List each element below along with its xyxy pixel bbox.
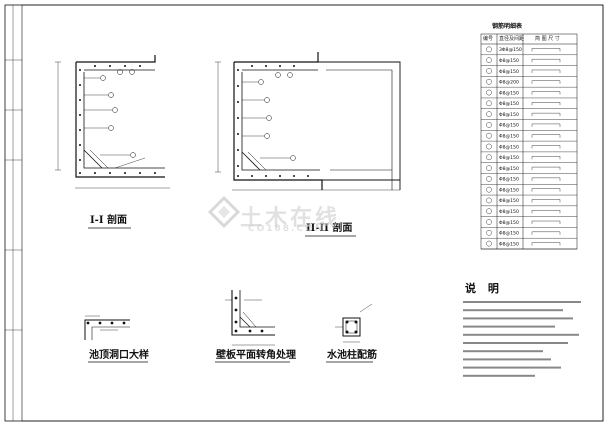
- schedule-header-shape: 简 图 尺 寸: [535, 36, 560, 42]
- schedule-row-shape: [531, 166, 561, 171]
- schedule-row-marker: [486, 122, 492, 128]
- schedule-row-marker: [486, 100, 492, 107]
- schedule-row-spec: Φ8@150: [499, 112, 519, 118]
- schedule-row-shape: [531, 220, 561, 225]
- schedule-row-marker: [486, 143, 492, 150]
- schedule-row-shape: [531, 48, 561, 52]
- notes-line: [463, 333, 579, 336]
- notes-illegible-text: [463, 301, 581, 377]
- schedule-row-spec: Φ8@150: [499, 231, 519, 237]
- schedule-row-spec: Φ8@150: [499, 166, 519, 172]
- schedule-row-marker: [486, 68, 492, 74]
- schedule-row-shape: [531, 112, 561, 117]
- schedule-row-marker: [486, 57, 492, 63]
- schedule-row-spec: Φ8@150: [499, 155, 519, 161]
- schedule-row-shape: [531, 242, 561, 246]
- inner-frame: [21, 4, 604, 422]
- notes-line: [463, 301, 581, 303]
- schedule-row-marker: [486, 230, 492, 236]
- schedule-row-spec: Φ8@150: [499, 220, 519, 226]
- schedule-row-marker: [486, 219, 492, 225]
- schedule-row-shape: [531, 231, 561, 235]
- schedule-row-shape: [531, 102, 561, 106]
- schedule-row-shape: [531, 80, 561, 84]
- schedule-row-marker: [486, 208, 492, 215]
- section-2-title: II-II 剖面: [306, 223, 353, 234]
- detail-wall-corner: [225, 290, 275, 346]
- schedule-row-shape: [531, 145, 561, 149]
- notes-line: [463, 366, 561, 369]
- schedule-row-marker: [486, 154, 492, 161]
- notes-line: [463, 325, 555, 328]
- watermark-logo: [207, 195, 241, 229]
- section-2-drawing: [215, 52, 401, 191]
- section-1-rebar-dots: [79, 65, 156, 174]
- schedule-row-marker: [486, 186, 492, 193]
- schedule-row-shape: [531, 188, 561, 192]
- schedule-row-spec: Φ8@150: [499, 198, 519, 204]
- watermark-subtext: CO188.COM: [248, 224, 326, 234]
- schedule-row-marker: [486, 240, 492, 247]
- schedule-row-marker: [486, 78, 492, 85]
- schedule-row-marker: [486, 176, 492, 182]
- left-title-strip: [5, 5, 22, 421]
- detail-column-title: 水池柱配筋: [327, 350, 377, 361]
- schedule-row-marker: [486, 89, 492, 96]
- notes-line: [463, 374, 535, 377]
- schedule-row-shape: [531, 58, 561, 63]
- schedule-row-shape: [531, 177, 561, 181]
- section-1-title: I-I 剖面: [90, 215, 127, 226]
- notes-line: [463, 342, 568, 344]
- schedule-row-spec: Φ8@150: [499, 58, 519, 64]
- schedule-row-spec: Φ8@150: [499, 90, 519, 96]
- schedule-row-shape: [531, 69, 561, 73]
- notes-line: [463, 317, 573, 320]
- schedule-row-spec: Φ8@150: [499, 187, 519, 193]
- schedule-row-spec: Φ8@150: [499, 241, 519, 247]
- notes-title: 说 明: [465, 282, 503, 295]
- detail-corner-title: 壁板平面转角处理: [216, 350, 296, 361]
- schedule-row-spec: Φ8@150: [499, 101, 519, 107]
- schedule-row-spec: 3Φ8@150: [499, 47, 522, 53]
- schedule-row-marker: [486, 111, 492, 117]
- schedule-header-spec: 直径及间距: [499, 36, 525, 42]
- schedule-row-spec: Φ8@150: [499, 209, 519, 215]
- schedule-title: 钢筋明细表: [492, 23, 523, 30]
- detail-tank-column: [335, 303, 373, 343]
- schedule-row-shape: [531, 210, 561, 214]
- schedule-row-spec: Φ8@150: [499, 123, 519, 129]
- schedule-row-shape: [531, 156, 561, 160]
- schedule-row-marker: [486, 132, 492, 139]
- notes-line: [463, 358, 551, 361]
- schedule-row-shape: [531, 123, 561, 127]
- schedule-row-marker: [486, 46, 492, 53]
- schedule-table-grid: [480, 33, 578, 250]
- schedule-rows: 3Φ8@150Φ8@150Φ8@150Φ8@200Φ8@150Φ8@150Φ8@…: [481, 43, 577, 250]
- schedule-row-spec: Φ8@150: [499, 177, 519, 183]
- section-2-rebar-dots: [237, 65, 309, 177]
- notes-line: [463, 309, 563, 312]
- schedule-row-spec: Φ8@150: [499, 144, 519, 150]
- section-1-drawing: [55, 55, 170, 189]
- schedule-row-shape: [531, 134, 561, 138]
- schedule-row-shape: [531, 199, 561, 203]
- schedule-row-marker: [486, 165, 492, 171]
- watermark-text: 土木在线: [240, 206, 341, 231]
- notes-line: [463, 350, 543, 353]
- schedule-row-spec: Φ8@150: [499, 134, 519, 140]
- schedule-row-spec: Φ8@200: [499, 80, 519, 86]
- schedule-row-spec: Φ8@150: [499, 69, 519, 75]
- schedule-header-no: 编号: [483, 36, 494, 42]
- schedule-row-shape: [531, 91, 561, 95]
- detail-roof-title: 池顶洞口大样: [89, 350, 149, 361]
- schedule-row-marker: [486, 197, 492, 204]
- detail-roof-opening: [84, 315, 130, 340]
